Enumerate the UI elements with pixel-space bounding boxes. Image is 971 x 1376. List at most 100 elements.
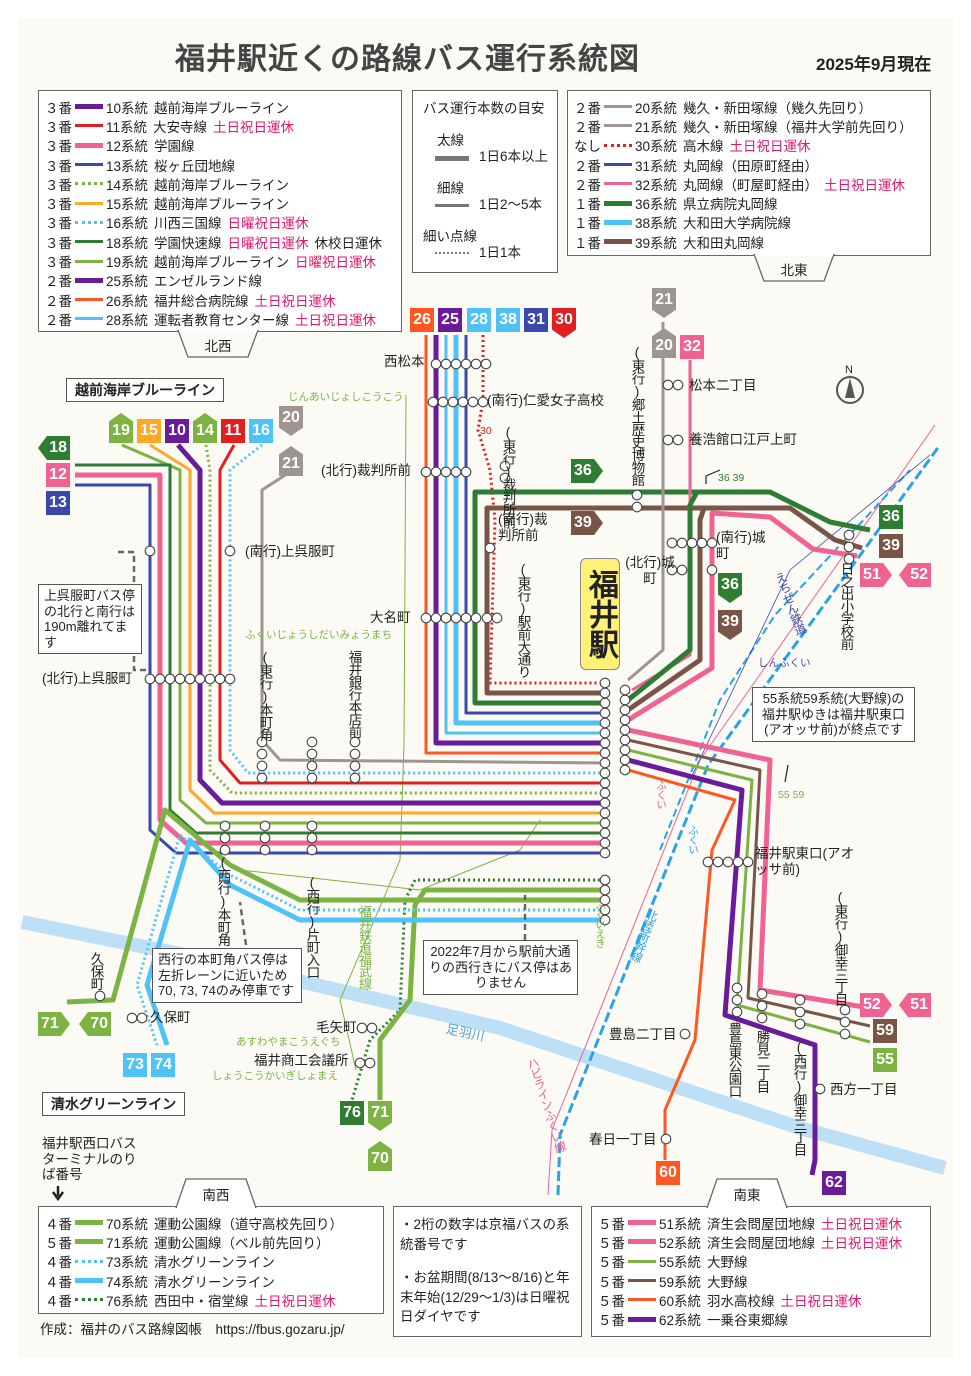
bus-stop-marker[interactable] — [349, 748, 361, 760]
route-badge-15[interactable]: 15 — [137, 419, 161, 443]
stop-nishimatsumoto[interactable]: 西松本 — [384, 354, 425, 369]
stop-nishikata[interactable]: 西方一丁目 — [830, 1082, 898, 1097]
bus-stop-marker[interactable] — [420, 612, 432, 624]
bus-stop-marker[interactable] — [619, 724, 631, 736]
bus-stop-marker[interactable] — [364, 1057, 376, 1069]
route-badge-13[interactable]: 13 — [46, 491, 70, 515]
stop-kyodo[interactable]: (東行)郷土歴史博物館 — [629, 345, 645, 486]
route-badge-31[interactable]: 31 — [524, 308, 548, 332]
bus-stop-marker[interactable] — [256, 760, 268, 772]
bus-stop-marker[interactable] — [481, 612, 493, 624]
bus-stop-marker[interactable] — [440, 358, 452, 370]
bus-stop-marker[interactable] — [599, 884, 611, 896]
bus-stop-marker[interactable] — [599, 737, 611, 749]
bus-stop-marker[interactable] — [491, 612, 503, 624]
bus-stop-marker[interactable] — [686, 537, 698, 549]
stop-toyoshima2[interactable]: 豊島二丁目 — [609, 1027, 677, 1042]
stop-higashiguchi[interactable]: 福井駅東口(アオッサ前) — [755, 846, 854, 877]
route-badge-36-east[interactable]: 36 — [879, 505, 903, 529]
bus-stop-marker[interactable] — [450, 466, 462, 478]
bus-stop-marker[interactable] — [349, 760, 361, 772]
bus-stop-marker[interactable] — [631, 489, 643, 501]
stop-toyoshima-park[interactable]: 豊島東公園口 — [726, 1022, 742, 1097]
route-badge-62[interactable]: 62 — [822, 1171, 846, 1195]
bus-stop-marker[interactable] — [306, 748, 318, 760]
bus-stop-marker[interactable] — [460, 466, 472, 478]
stop-ginko[interactable]: 福井銀行本店前 — [346, 650, 362, 738]
bus-stop-marker[interactable] — [477, 396, 489, 408]
bus-stop-marker[interactable] — [619, 754, 631, 766]
bus-stop-marker[interactable] — [706, 564, 718, 576]
route-badge-76[interactable]: 76 — [340, 1101, 364, 1125]
bus-stop-marker[interactable] — [174, 673, 186, 685]
bus-stop-marker[interactable] — [599, 827, 611, 839]
bus-stop-marker[interactable] — [756, 988, 768, 1000]
bus-stop-marker[interactable] — [427, 396, 439, 408]
bus-stop-marker[interactable] — [619, 734, 631, 746]
fukui-station[interactable]: 福井駅 — [580, 558, 620, 670]
route-badge-39-east[interactable]: 39 — [879, 534, 903, 558]
bus-stop-marker[interactable] — [219, 820, 231, 832]
bus-stop-marker[interactable] — [430, 466, 442, 478]
stop-hinode[interactable]: 日之出小学校前 — [838, 562, 854, 650]
bus-stop-marker[interactable] — [619, 694, 631, 706]
bus-stop-marker[interactable] — [256, 772, 268, 784]
bus-stop-marker[interactable] — [499, 460, 511, 472]
bus-stop-marker[interactable] — [94, 990, 106, 1002]
bus-stop-marker[interactable] — [219, 844, 231, 856]
bus-stop-marker[interactable] — [136, 1012, 148, 1024]
bus-stop-marker[interactable] — [672, 434, 684, 446]
bus-stop-marker[interactable] — [660, 1133, 672, 1145]
stop-miyuki-east[interactable]: (東行)御幸三丁目 — [832, 890, 848, 1006]
bus-stop-marker[interactable] — [599, 807, 611, 819]
bus-stop-marker[interactable] — [224, 673, 236, 685]
bus-stop-marker[interactable] — [224, 545, 236, 557]
route-badge-73[interactable]: 73 — [123, 1053, 147, 1077]
bus-stop-marker[interactable] — [420, 466, 432, 478]
bus-stop-marker[interactable] — [259, 820, 271, 832]
bus-stop-marker[interactable] — [144, 673, 156, 685]
route-badge-26[interactable]: 26 — [410, 308, 434, 332]
stop-kasuga[interactable]: 春日一丁目 — [589, 1132, 657, 1147]
bus-stop-marker[interactable] — [599, 747, 611, 759]
bus-stop-marker[interactable] — [619, 744, 631, 756]
bus-stop-marker[interactable] — [722, 856, 734, 868]
bus-stop-marker[interactable] — [306, 760, 318, 772]
stop-kubo[interactable]: 久保町 — [150, 1010, 191, 1025]
stop-saibansho-south[interactable]: (南行)裁判所前 — [498, 512, 548, 543]
bus-stop-marker[interactable] — [306, 736, 318, 748]
credit-link[interactable]: 作成：福井のバス路線図帳 https://fbus.gozaru.jp/ — [40, 1322, 345, 1337]
bus-stop-marker[interactable] — [467, 396, 479, 408]
route-badge-60[interactable]: 60 — [656, 1161, 680, 1185]
stop-shokokaigi[interactable]: 福井商工会議所 — [254, 1053, 349, 1068]
bus-stop-marker[interactable] — [599, 767, 611, 779]
bus-stop-marker[interactable] — [164, 673, 176, 685]
stop-miyuki-west[interactable]: (西行)御幸三丁目 — [791, 1040, 807, 1156]
bus-stop-marker[interactable] — [839, 1016, 851, 1028]
bus-stop-marker[interactable] — [349, 772, 361, 784]
bus-stop-marker[interactable] — [599, 727, 611, 739]
bus-stop-marker[interactable] — [631, 501, 643, 513]
bus-stop-marker[interactable] — [460, 358, 472, 370]
route-badge-51-south[interactable]: 51 — [899, 993, 931, 1017]
bus-stop-marker[interactable] — [599, 717, 611, 729]
route-badge-10[interactable]: 10 — [165, 419, 189, 443]
bus-stop-marker[interactable] — [256, 748, 268, 760]
bus-stop-marker[interactable] — [447, 396, 459, 408]
bus-stop-marker[interactable] — [599, 677, 611, 689]
bus-stop-marker[interactable] — [619, 764, 631, 776]
bus-stop-marker[interactable] — [184, 673, 196, 685]
bus-stop-marker[interactable] — [354, 1057, 366, 1069]
bus-stop-marker[interactable] — [214, 673, 226, 685]
bus-stop-marker[interactable] — [756, 1000, 768, 1012]
bus-stop-marker[interactable] — [731, 982, 743, 994]
bus-stop-marker[interactable] — [599, 797, 611, 809]
bus-stop-marker[interactable] — [662, 434, 674, 446]
stop-jinai[interactable]: (南行)仁愛女子高校 — [487, 393, 604, 408]
bus-stop-marker[interactable] — [256, 736, 268, 748]
bus-stop-marker[interactable] — [306, 832, 318, 844]
bus-stop-marker[interactable] — [356, 1022, 368, 1034]
bus-stop-marker[interactable] — [732, 856, 744, 868]
bus-stop-marker[interactable] — [470, 612, 482, 624]
bus-stop-marker[interactable] — [259, 844, 271, 856]
